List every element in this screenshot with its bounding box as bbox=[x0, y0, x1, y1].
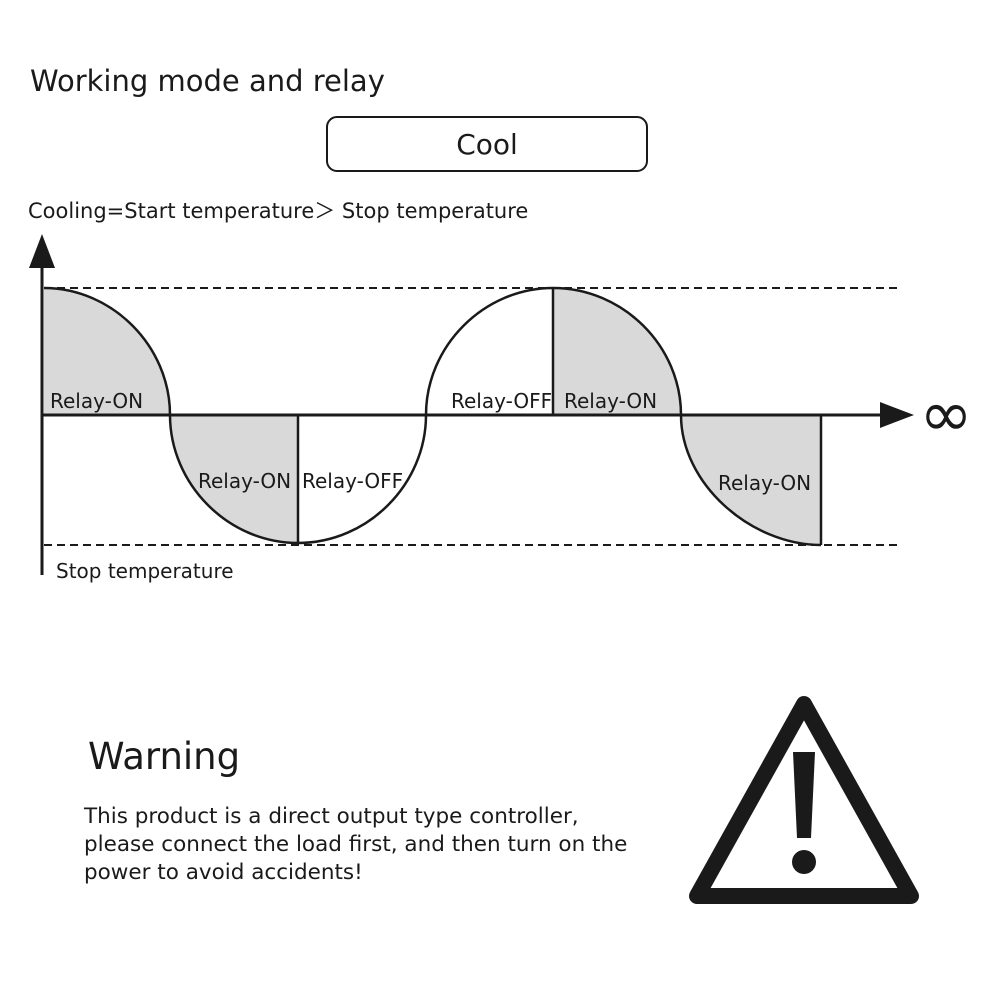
relay-label: Relay-ON bbox=[198, 469, 291, 493]
relay-label: Relay-ON bbox=[564, 389, 657, 413]
relay-label: Relay-ON bbox=[50, 389, 143, 413]
warning-text: This product is a direct output type con… bbox=[84, 803, 644, 887]
cooling-rule-text: Cooling=Start temperature＞ Stop temperat… bbox=[28, 199, 529, 223]
warning-line: please connect the load first, and then … bbox=[84, 832, 628, 857]
mode-box: Cool bbox=[326, 116, 648, 172]
section-title: Working mode and relay bbox=[30, 64, 385, 98]
warning-line: power to avoid accidents! bbox=[84, 860, 363, 885]
relay-label: Relay-OFF bbox=[302, 469, 403, 493]
stop-temperature-label: Stop temperature bbox=[56, 559, 234, 583]
infinity-icon: ∞ bbox=[919, 378, 972, 452]
relay-on-region-2 bbox=[170, 415, 298, 543]
relay-on-region-1 bbox=[44, 288, 170, 415]
relay-label: Relay-ON bbox=[718, 471, 811, 495]
mode-label: Cool bbox=[456, 127, 518, 161]
warning-triangle-icon bbox=[689, 696, 919, 904]
relay-on-region-4 bbox=[681, 415, 821, 545]
relay-on-region-3 bbox=[553, 288, 681, 415]
warning-line: This product is a direct output type con… bbox=[84, 804, 579, 829]
relay-label: Relay-OFF bbox=[451, 389, 552, 413]
y-axis-arrow bbox=[29, 234, 55, 268]
warning-title: Warning bbox=[88, 735, 241, 778]
x-axis-arrow bbox=[880, 402, 914, 428]
